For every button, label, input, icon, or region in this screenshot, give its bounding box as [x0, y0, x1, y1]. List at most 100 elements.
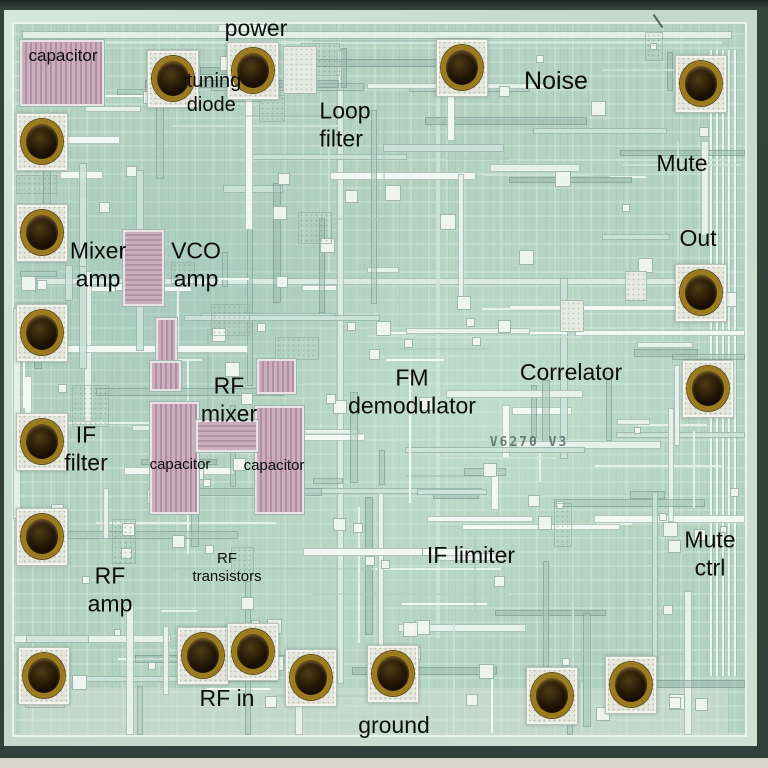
- trace: [350, 392, 358, 483]
- trace: [246, 115, 356, 117]
- trace: [606, 372, 612, 441]
- photo-bottom-margin: [0, 758, 768, 768]
- circuit-block: [645, 32, 663, 61]
- trace: [376, 321, 391, 336]
- trace: [326, 394, 336, 404]
- trace: [385, 185, 401, 201]
- label-rf-transistors: RF transistors: [192, 550, 262, 585]
- circuit-block: [171, 262, 195, 284]
- trace: [483, 174, 593, 176]
- trace: [490, 164, 580, 172]
- trace: [602, 234, 670, 240]
- trace: [365, 556, 375, 566]
- trace: [536, 55, 544, 63]
- die-surface: [12, 22, 747, 737]
- trace: [610, 176, 646, 178]
- trace: [172, 568, 375, 570]
- trace: [406, 328, 530, 334]
- circuit-block: [211, 304, 250, 336]
- trace: [217, 278, 249, 280]
- trace: [205, 545, 214, 554]
- trace: [379, 450, 385, 485]
- trace: [177, 279, 179, 350]
- trace: [695, 698, 708, 711]
- label-mixer-amp: Mixer amp: [69, 237, 127, 291]
- trace: [422, 548, 430, 556]
- trace: [495, 610, 606, 616]
- bond-pad: [285, 649, 337, 707]
- trace: [560, 278, 568, 459]
- trace: [241, 393, 253, 405]
- trace: [115, 283, 123, 291]
- label-rf-amp: RF amp: [87, 562, 133, 616]
- trace: [233, 458, 246, 471]
- trace: [634, 349, 698, 357]
- trace: [677, 141, 679, 321]
- capacitor-structure: [257, 359, 296, 394]
- bond-pad: [16, 113, 68, 171]
- trace: [533, 128, 667, 134]
- trace: [333, 518, 346, 531]
- trace: [693, 431, 695, 508]
- trace: [126, 605, 134, 735]
- circuit-block: [112, 519, 136, 564]
- trace: [498, 320, 511, 333]
- trace: [404, 339, 413, 348]
- trace: [595, 465, 721, 467]
- trace: [58, 384, 67, 393]
- trace: [539, 449, 541, 482]
- trace: [23, 345, 25, 408]
- trace: [163, 626, 169, 695]
- trace: [663, 605, 673, 615]
- trace: [528, 495, 540, 507]
- trace: [218, 24, 268, 32]
- trace: [172, 535, 185, 548]
- bond-pad: [227, 42, 279, 100]
- trace: [333, 400, 347, 414]
- trace: [405, 447, 585, 453]
- label-noise: Noise: [524, 67, 588, 95]
- trace: [440, 214, 456, 230]
- trace: [419, 397, 433, 411]
- trace: [312, 593, 509, 595]
- trace: [427, 516, 533, 522]
- trace: [79, 95, 156, 97]
- trace: [148, 662, 156, 670]
- trace: [516, 441, 661, 449]
- trace: [519, 250, 534, 265]
- trace: [172, 125, 340, 127]
- trace: [623, 164, 741, 166]
- trace: [409, 375, 411, 503]
- trace: [617, 419, 650, 425]
- trace: [446, 390, 583, 398]
- trace: [372, 568, 501, 570]
- trace: [669, 697, 681, 709]
- trace: [21, 276, 36, 291]
- trace: [531, 385, 537, 438]
- label-power: power: [224, 15, 288, 42]
- trace: [538, 516, 552, 530]
- trace: [371, 110, 377, 304]
- label-capacitor-left: capacitor: [149, 456, 211, 473]
- metal-bus: [436, 78, 440, 638]
- label-if-filter: IF filter: [64, 421, 108, 475]
- trace: [122, 523, 135, 536]
- trace: [367, 335, 415, 337]
- bond-pad: [526, 667, 578, 725]
- bond-pad: [18, 647, 70, 705]
- trace: [257, 323, 266, 332]
- trace: [85, 106, 141, 112]
- trace: [121, 548, 132, 559]
- label-correlator: Correlator: [519, 359, 623, 386]
- bond-pad: [147, 50, 199, 108]
- trace: [634, 427, 641, 434]
- bond-pad: [436, 39, 488, 97]
- bond-pad: [675, 55, 727, 113]
- metal-block: [625, 271, 647, 301]
- circuit-block: [16, 175, 57, 194]
- trace: [225, 362, 240, 377]
- trace: [650, 43, 657, 50]
- trace: [583, 613, 591, 727]
- trace: [499, 86, 510, 97]
